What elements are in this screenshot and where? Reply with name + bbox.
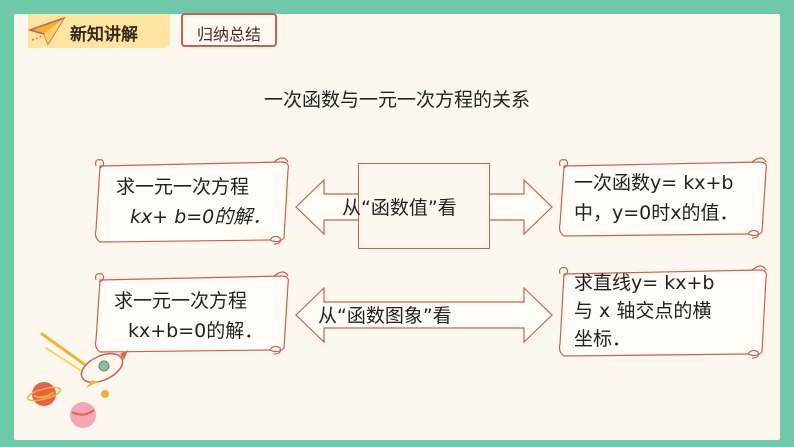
subsection-label: 归纳总结 [196,25,261,44]
arrow-label-box-1 [358,163,490,249]
left-text-line2: kx+ b=0的解． [130,206,272,228]
right-text-2-line2: 与 x 轴交点的横 [574,300,712,322]
slide-title: 一次函数与一元一次方程的关系 [263,89,530,111]
planet-icon [68,400,98,430]
left-text-line1: 求一元一次方程 [116,176,250,198]
right-text-2-line1: 求直线y= kx+b [574,272,715,294]
section-label: 新知讲解 [70,25,138,45]
left-text-2-line2: kx+b=0的解． [128,320,264,342]
subsection-tag: 归纳总结 [181,13,277,47]
right-scroll-2: 求直线y= kx+b 与 x 轴交点的横 坐标． [556,262,770,360]
right-text-1-line1: 一次函数y= kx+b [574,172,734,194]
left-text-2-line1: 求一元一次方程 [114,290,248,312]
right-scroll-1: 一次函数y= kx+b 中，y=0时x的值． [556,154,770,240]
left-scroll-2: 求一元一次方程 kx+b=0的解． [92,268,292,356]
paper-plane-icon [27,16,66,46]
rocket-icon [40,330,130,390]
left-scroll-1: 求一元一次方程 kx+ b=0的解． [92,154,292,246]
arrow-label-1: 从“函数值”看 [342,197,457,219]
right-text-1-line2: 中，y=0时x的值． [574,202,739,224]
planet-icon [26,376,62,412]
right-text-2-line3: 坐标． [574,328,632,350]
arrow-label-2: 从“函数图象”看 [318,305,452,327]
double-arrow-2 [294,284,554,346]
star-icon [98,386,112,400]
